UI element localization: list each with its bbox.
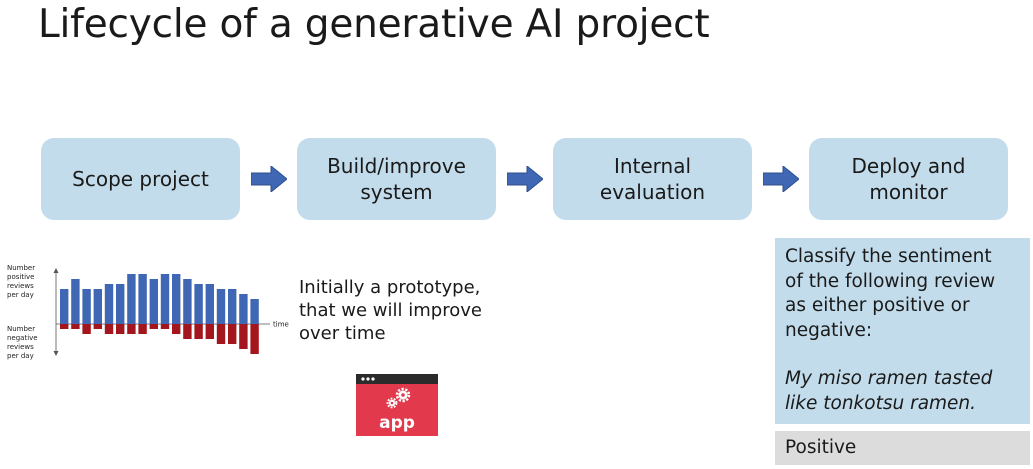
- positive-bar: [160, 274, 170, 324]
- arrow-right-icon: [251, 166, 287, 192]
- negative-axis-label-line: negative: [7, 334, 38, 342]
- positive-bar: [228, 289, 237, 324]
- negative-bar: [216, 324, 226, 344]
- gears-icon: [386, 387, 411, 409]
- reviews-bar-chart: Number positive reviews per day Number n…: [7, 264, 289, 360]
- positive-bar: [138, 274, 147, 324]
- negative-axis-label-line: reviews: [7, 343, 34, 351]
- bar-group: [60, 274, 259, 354]
- negative-bar: [149, 324, 158, 329]
- negative-bar: [93, 324, 102, 329]
- negative-bar: [239, 324, 248, 349]
- prompt-box: Classify the sentiment of the following …: [775, 238, 1030, 424]
- y-axis-arrow-down-icon: [53, 351, 59, 356]
- app-label: app: [379, 413, 415, 433]
- prompt-review-text: My miso ramen tasted like tonkotsu ramen…: [785, 368, 993, 414]
- positive-bar: [239, 294, 248, 324]
- negative-bar: [160, 324, 170, 329]
- negative-bar: [194, 324, 203, 339]
- positive-bar: [194, 284, 203, 324]
- positive-bar: [205, 284, 214, 324]
- stage-deploy-and-monitor: Deploy and monitor: [809, 138, 1008, 220]
- x-axis-label: time: [273, 321, 289, 329]
- positive-bar: [93, 289, 102, 324]
- negative-bar: [71, 324, 80, 329]
- positive-axis-label-line: Number: [7, 264, 35, 272]
- stage-scope-project: Scope project: [41, 138, 240, 220]
- model-output: Positive: [775, 431, 1030, 465]
- positive-bar: [172, 274, 181, 324]
- negative-bar: [172, 324, 181, 334]
- negative-bar: [127, 324, 136, 334]
- negative-bar: [82, 324, 91, 334]
- arrow-right-icon: [507, 166, 543, 192]
- negative-bar: [116, 324, 125, 334]
- slide-title: Lifecycle of a generative AI project: [38, 2, 710, 47]
- arrow-right-icon: [763, 166, 799, 192]
- positive-bar: [216, 289, 226, 324]
- positive-axis-label-line: positive: [7, 273, 34, 281]
- positive-bar: [60, 289, 69, 324]
- positive-bar: [149, 279, 158, 324]
- negative-bar: [205, 324, 214, 339]
- positive-axis-label-line: per day: [7, 291, 34, 299]
- positive-bar: [82, 289, 91, 324]
- negative-axis-label-line: Number: [7, 325, 35, 333]
- prototype-note: Initially a prototype, that we will impr…: [299, 277, 482, 344]
- positive-bar: [116, 284, 125, 324]
- stage-build-improve-system: Build/improve system: [297, 138, 496, 220]
- app-icon: app: [356, 374, 438, 436]
- positive-bar: [71, 279, 80, 324]
- negative-bar: [60, 324, 69, 329]
- negative-bar: [183, 324, 192, 339]
- negative-bar: [228, 324, 237, 344]
- positive-bar: [104, 284, 114, 324]
- negative-bar: [250, 324, 259, 354]
- positive-axis-label-line: reviews: [7, 282, 34, 290]
- negative-axis-label-line: per day: [7, 352, 34, 360]
- negative-bar: [138, 324, 147, 334]
- stage-internal-evaluation: Internal evaluation: [553, 138, 752, 220]
- positive-bar: [250, 299, 259, 324]
- app-window-titlebar: [356, 374, 438, 384]
- positive-bar: [183, 279, 192, 324]
- prompt-instruction: Classify the sentiment of the following …: [785, 246, 996, 341]
- positive-bar: [127, 274, 136, 324]
- y-axis-arrow-up-icon: [53, 268, 59, 273]
- negative-bar: [104, 324, 114, 334]
